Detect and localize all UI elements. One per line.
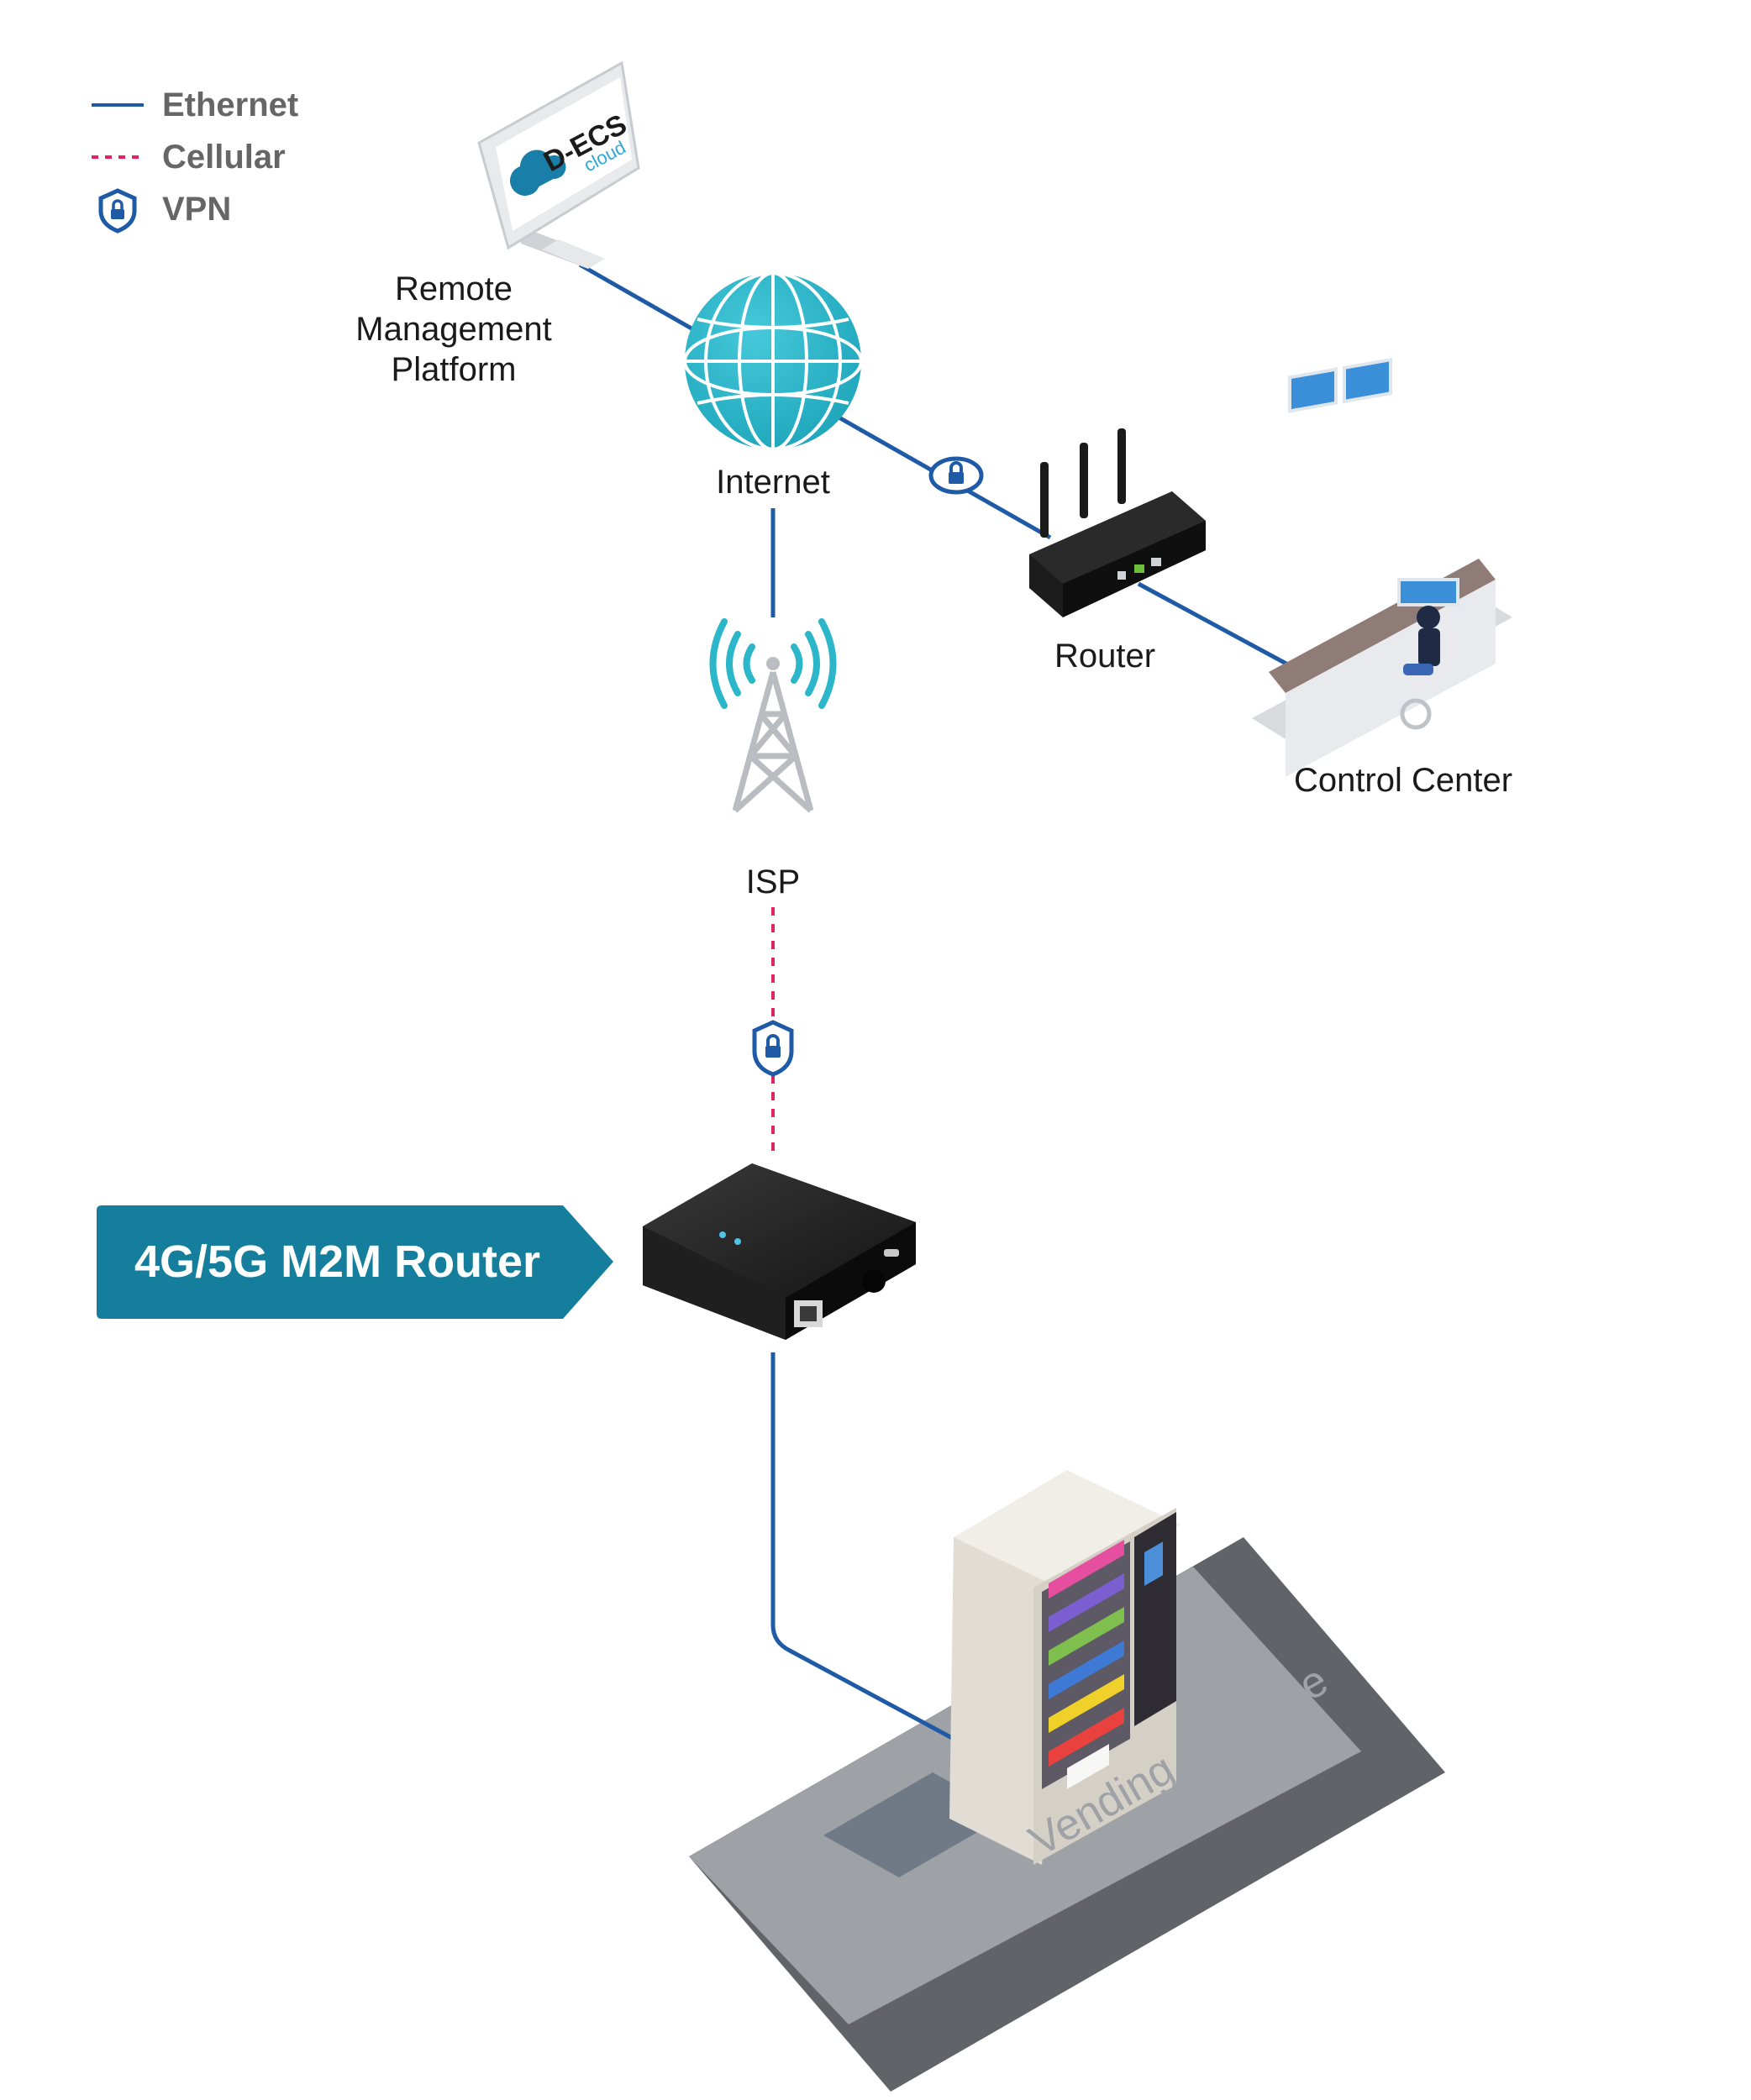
m2m-router-callout: 4G/5G M2M Router: [97, 1205, 618, 1319]
legend-ethernet-label: Ethernet: [162, 87, 299, 123]
link-m2m-vending: [770, 1352, 955, 1741]
legend-vpn: VPN: [88, 184, 424, 234]
router-icon: [1029, 428, 1206, 617]
cloud-logo-icon: [510, 150, 566, 196]
internet-label: Internet: [716, 464, 830, 501]
legend-cellular: Cellular: [88, 132, 424, 182]
vpn-shield-icon: [98, 188, 137, 234]
m2m-router-icon: [643, 1163, 916, 1340]
cell-tower-icon: [709, 618, 837, 813]
product-rows: [1049, 1540, 1124, 1767]
m2m-router-label: 4G/5G M2M Router: [134, 1236, 541, 1287]
globe-icon: [683, 271, 863, 451]
control-center-label: Control Center: [1293, 762, 1513, 799]
legend-cellular-label: Cellular: [162, 139, 286, 176]
cellular-line-icon: [92, 155, 144, 159]
isp-label: ISP: [745, 864, 801, 900]
legend-ethernet: Ethernet: [88, 80, 424, 130]
vpn-badge-isp-m2m: [752, 1020, 794, 1077]
router-label: Router: [1054, 638, 1156, 675]
link-platform-internet: [578, 262, 699, 334]
link-router-control: [1137, 581, 1296, 670]
callout-shape: [97, 1205, 613, 1319]
legend-vpn-label: VPN: [162, 191, 232, 228]
ethernet-line-icon: [92, 103, 144, 107]
control-center-icon: [1252, 357, 1512, 777]
remote-platform-label: Remote Management Platform: [355, 270, 552, 388]
vpn-badge-internet-router: [928, 456, 984, 495]
remote-platform-monitor: D-ECS cloud: [477, 60, 640, 269]
vending-machine-icon: [949, 1470, 1180, 1865]
